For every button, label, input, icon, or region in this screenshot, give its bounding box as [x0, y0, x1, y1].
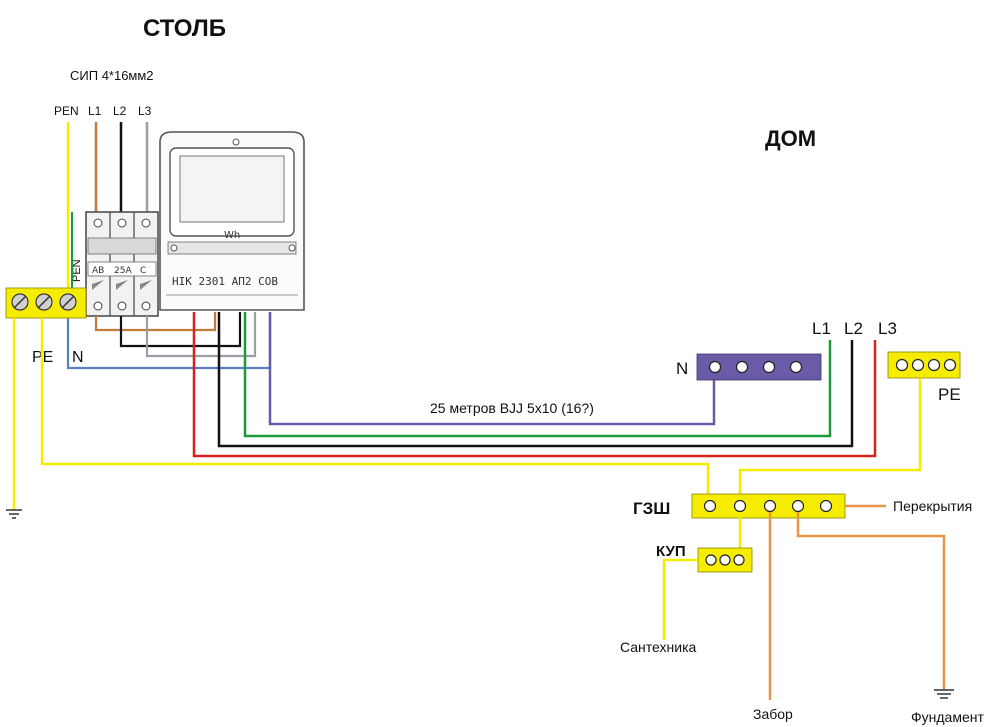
- electricity-meter: Wh НІК 2301 АП2 СОВ: [159, 131, 305, 311]
- meter-unit: Wh: [224, 230, 240, 241]
- pole-wire-labels: PEN L1 L2 L3: [54, 104, 152, 118]
- house-pe-label: PE: [938, 385, 961, 404]
- santehnika-label: Сантехника: [620, 639, 697, 655]
- breaker-to-meter-black: [119, 312, 242, 348]
- house-l1-label: L1: [812, 319, 831, 338]
- run-label: 25 метров ВЈЈ 5х10 (16?): [430, 400, 594, 416]
- breaker-to-meter-gray: [145, 312, 257, 358]
- circuit-breaker: AB 25A C: [85, 211, 159, 317]
- fundament-label: Фундамент: [911, 709, 984, 725]
- house-l2-label: L2: [844, 319, 863, 338]
- pole-ground-icon: [6, 509, 22, 519]
- cable-spec-label: СИП 4*16мм2: [70, 68, 154, 83]
- l3-red-wire: [192, 312, 877, 458]
- gzsh-label: ГЗШ: [633, 499, 670, 518]
- pen-label: PEN: [54, 104, 79, 118]
- perekrytiya-label: Перекрытия: [893, 498, 972, 514]
- pen-vertical-label: PEN: [71, 259, 83, 282]
- l2-black-wire: [217, 312, 854, 448]
- l3-label-pole: L3: [138, 104, 152, 118]
- santehnika-wire: [662, 558, 698, 640]
- gzsh-bus: [691, 493, 846, 519]
- house-n-label: N: [676, 359, 688, 378]
- l2-label-pole: L2: [113, 104, 127, 118]
- l1-label-pole: L1: [88, 104, 102, 118]
- house-n-bus: [696, 353, 822, 381]
- pole-title: СТОЛБ: [143, 15, 226, 42]
- house-pe-to-gzsh: [738, 378, 922, 495]
- house-pe-bus: [887, 351, 961, 379]
- breaker-to-meter-brown: [94, 312, 217, 332]
- pole-pe-bus: [5, 287, 87, 319]
- kup-label: КУП: [656, 543, 686, 560]
- zabor-label: Забор: [753, 706, 793, 722]
- breaker-label-25a: 25A: [114, 266, 132, 276]
- pole-n-label: N: [72, 349, 84, 366]
- fundament-ground-icon: [934, 689, 954, 699]
- breaker-label-c: C: [140, 266, 146, 276]
- fundament-wire: [796, 512, 946, 690]
- house-l3-label: L3: [878, 319, 897, 338]
- breaker-label-ab: AB: [92, 266, 104, 276]
- house-title: ДОМ: [765, 126, 816, 151]
- pe-long-wire: [40, 318, 710, 495]
- l1-green-wire: [243, 312, 832, 438]
- n-purple-wire: [268, 312, 716, 426]
- meter-model: НІК 2301 АП2 СОВ: [172, 275, 278, 288]
- kup-bus: [697, 547, 753, 573]
